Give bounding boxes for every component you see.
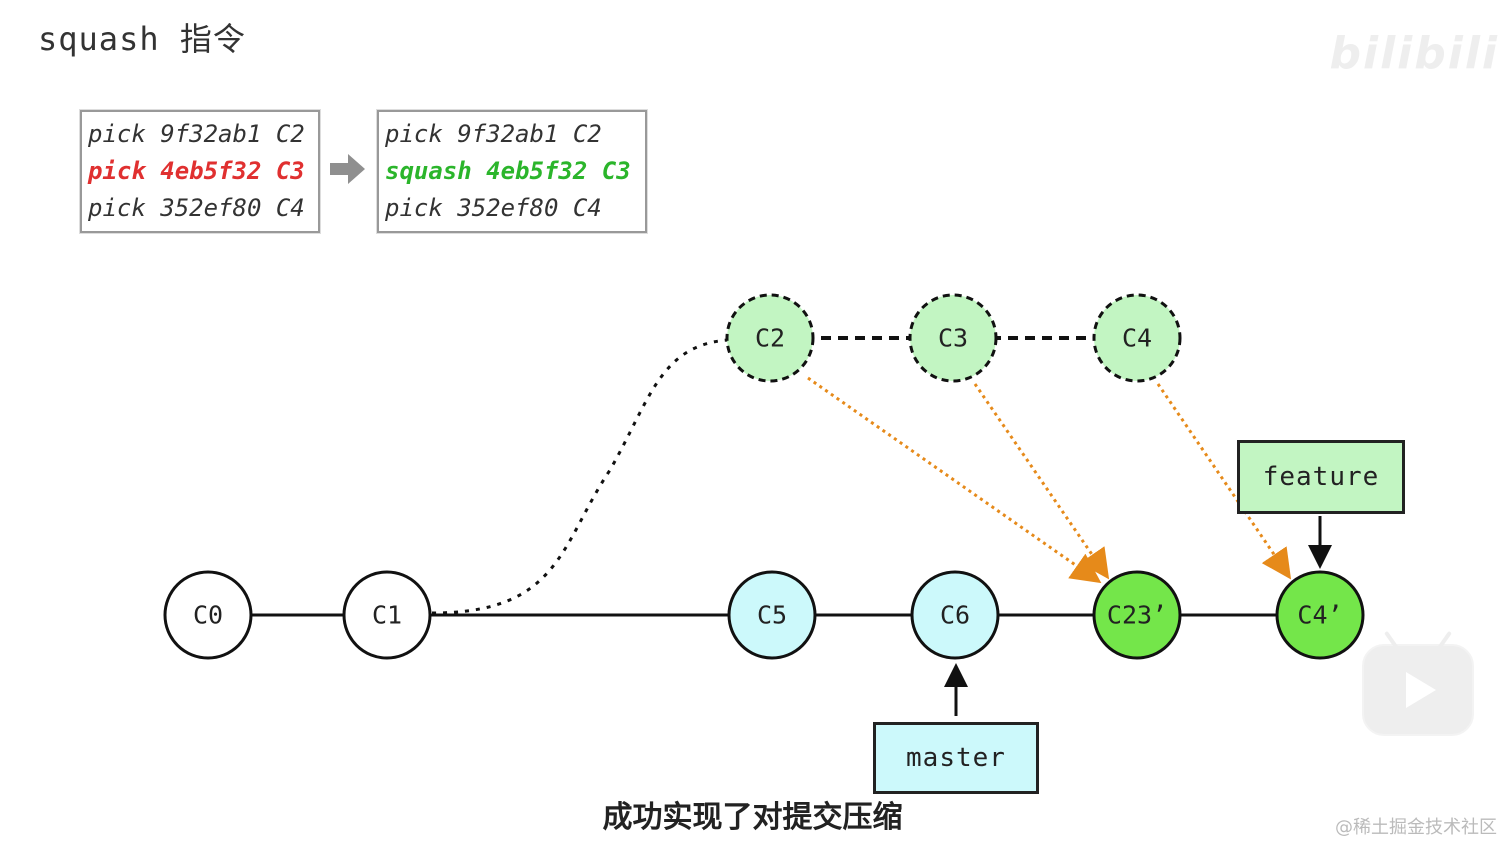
play-icon (1406, 672, 1436, 708)
commit-label: C23’ (1107, 601, 1167, 630)
commit-node-c2: C2 (725, 293, 815, 383)
commit-node-c3: C3 (908, 293, 998, 383)
commit-node-c0: C0 (163, 570, 253, 660)
todo-line: pick 352ef80 C4 (88, 194, 305, 222)
master-branch-label: master (873, 722, 1039, 794)
move-arrow-c3 (973, 383, 1110, 580)
commit-label: C4’ (1297, 601, 1342, 630)
todo-line: pick 9f32ab1 C2 (88, 120, 305, 148)
move-arrow-c4 (1156, 383, 1292, 580)
todo-line-squash: squash 4eb5f32 C3 (385, 157, 631, 185)
commit-node-c23-prime: C23’ (1092, 570, 1182, 660)
commit-label: C5 (757, 601, 787, 630)
feature-branch-label: feature (1237, 440, 1405, 514)
old-branch-curve (431, 338, 729, 615)
right-arrow-icon (330, 154, 365, 184)
commit-node-c6: C6 (910, 570, 1000, 660)
commit-label: C4 (1122, 324, 1152, 353)
todo-line: pick 352ef80 C4 (385, 194, 602, 222)
todo-line-highlighted: pick 4eb5f32 C3 (88, 157, 305, 185)
commit-node-c4-prime: C4’ (1275, 570, 1365, 660)
commit-label: C1 (372, 601, 402, 630)
commit-label: C0 (193, 601, 223, 630)
play-button[interactable] (1362, 644, 1474, 736)
commit-node-c5: C5 (727, 570, 817, 660)
commit-label: C3 (938, 324, 968, 353)
commit-node-c1: C1 (342, 570, 432, 660)
commit-label: C6 (940, 601, 970, 630)
rebase-todo-after: pick 9f32ab1 C2 squash 4eb5f32 C3 pick 3… (377, 110, 647, 233)
rebase-todo-before: pick 9f32ab1 C2 pick 4eb5f32 C3 pick 352… (80, 110, 320, 233)
todo-line: pick 9f32ab1 C2 (385, 120, 602, 148)
video-subtitle: 成功实现了对提交压缩 (602, 800, 903, 835)
commit-node-c4: C4 (1092, 293, 1182, 383)
move-arrow-c2 (807, 376, 1102, 584)
bilibili-logo: bilibili (1329, 28, 1499, 79)
source-watermark: @稀土掘金技术社区 (1335, 817, 1497, 838)
commit-label: C2 (755, 324, 785, 353)
page-title: squash 指令 (38, 20, 246, 58)
